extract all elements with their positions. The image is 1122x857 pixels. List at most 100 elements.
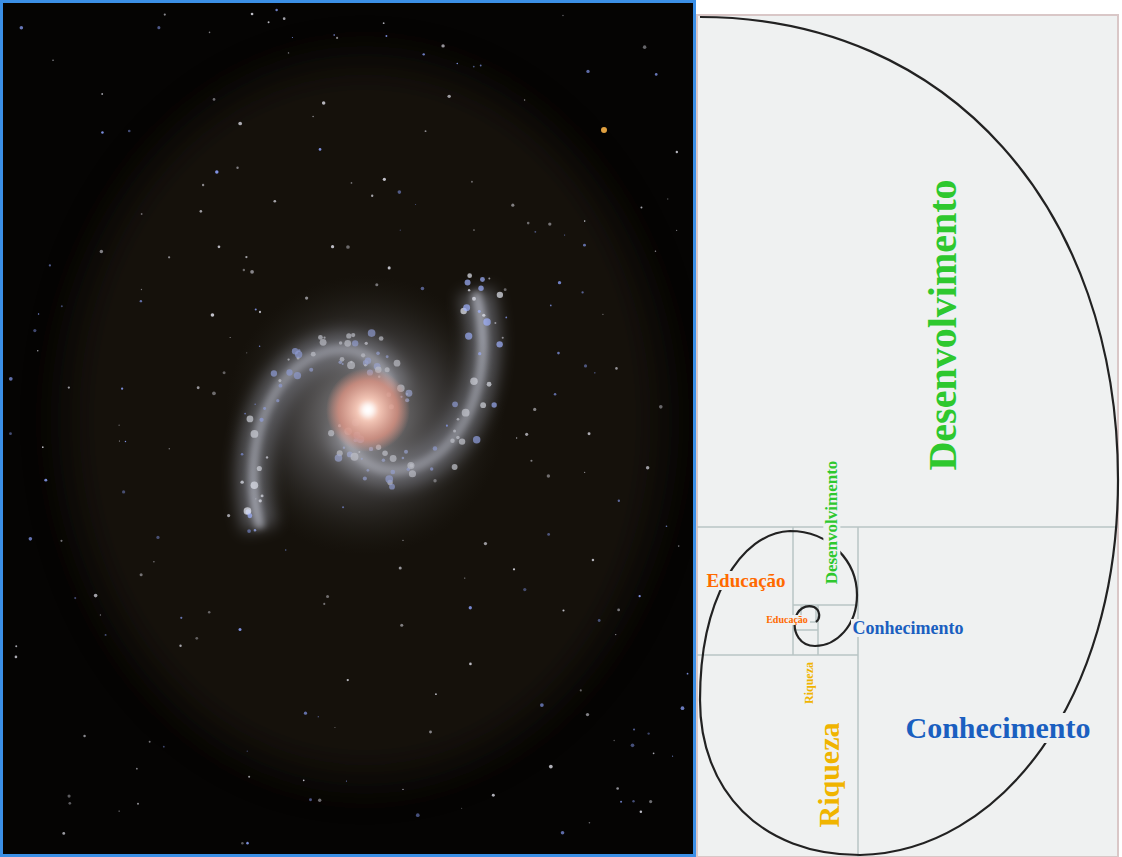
photo-frame	[2, 2, 695, 856]
star	[128, 130, 131, 133]
star	[94, 594, 98, 598]
star	[583, 244, 586, 247]
star	[492, 794, 495, 797]
star	[29, 537, 33, 541]
star	[288, 52, 289, 53]
star	[464, 577, 465, 578]
star	[323, 603, 325, 605]
star	[504, 288, 507, 291]
star	[667, 198, 668, 199]
spiral-label: Desenvolvimento	[923, 177, 963, 472]
star	[334, 727, 335, 728]
star	[530, 460, 532, 462]
star	[268, 21, 270, 23]
star	[469, 663, 472, 666]
star	[613, 740, 614, 741]
star	[678, 545, 680, 547]
star	[209, 32, 211, 34]
star-cluster	[478, 310, 481, 313]
star	[44, 479, 47, 482]
star	[247, 529, 251, 533]
star	[9, 377, 13, 381]
star	[351, 182, 353, 184]
star	[248, 776, 250, 778]
star-cluster	[463, 304, 470, 311]
star	[525, 433, 528, 436]
star	[659, 405, 663, 409]
star	[586, 70, 589, 73]
panel-ground	[696, 0, 1122, 857]
star	[580, 689, 582, 691]
star	[601, 127, 607, 133]
star	[246, 352, 247, 353]
star	[38, 313, 39, 314]
star	[633, 728, 635, 730]
star	[101, 93, 103, 95]
star	[213, 98, 216, 101]
star	[588, 432, 591, 435]
star	[502, 337, 504, 339]
spiral-label: Conhecimento	[904, 713, 1093, 743]
galaxy-glow	[65, 60, 665, 780]
star	[511, 204, 514, 207]
star	[259, 311, 261, 313]
star	[589, 822, 591, 824]
star	[259, 345, 261, 347]
star	[83, 735, 86, 738]
star	[238, 122, 242, 126]
star	[347, 679, 349, 681]
star	[423, 53, 425, 55]
star	[309, 798, 312, 801]
star	[180, 617, 182, 619]
star	[646, 466, 649, 469]
star	[208, 611, 210, 614]
star-cluster	[478, 286, 483, 291]
star	[513, 568, 515, 570]
star	[383, 22, 385, 24]
star	[400, 230, 401, 231]
star	[100, 614, 101, 615]
star-cluster	[465, 280, 471, 286]
star-cluster	[483, 318, 490, 325]
star	[230, 337, 231, 338]
spiral-label: Conhecimento	[851, 619, 966, 637]
star	[550, 305, 552, 307]
star	[141, 213, 143, 215]
star	[140, 300, 142, 302]
star-cluster	[472, 297, 476, 301]
star	[33, 329, 36, 332]
star	[239, 628, 242, 631]
star	[336, 37, 338, 39]
star	[241, 842, 244, 845]
star	[319, 148, 322, 151]
star	[447, 95, 450, 98]
star	[643, 45, 647, 49]
star	[540, 703, 544, 707]
star	[615, 367, 618, 370]
star	[140, 573, 143, 576]
star	[441, 44, 444, 47]
star	[153, 561, 155, 563]
star	[561, 831, 565, 835]
star	[195, 637, 198, 640]
star	[549, 765, 553, 769]
star	[592, 559, 595, 562]
star	[584, 220, 586, 222]
star	[558, 281, 561, 284]
star	[52, 60, 54, 62]
star	[564, 234, 565, 235]
star	[676, 230, 677, 231]
star	[402, 789, 403, 790]
star	[402, 540, 403, 541]
star	[331, 245, 334, 248]
star	[666, 525, 668, 527]
star	[488, 278, 490, 280]
star	[67, 794, 70, 797]
star	[118, 810, 119, 811]
star	[212, 391, 216, 395]
star	[547, 533, 550, 536]
star	[292, 37, 293, 38]
star	[125, 441, 126, 442]
star	[241, 453, 244, 456]
star	[640, 206, 642, 208]
